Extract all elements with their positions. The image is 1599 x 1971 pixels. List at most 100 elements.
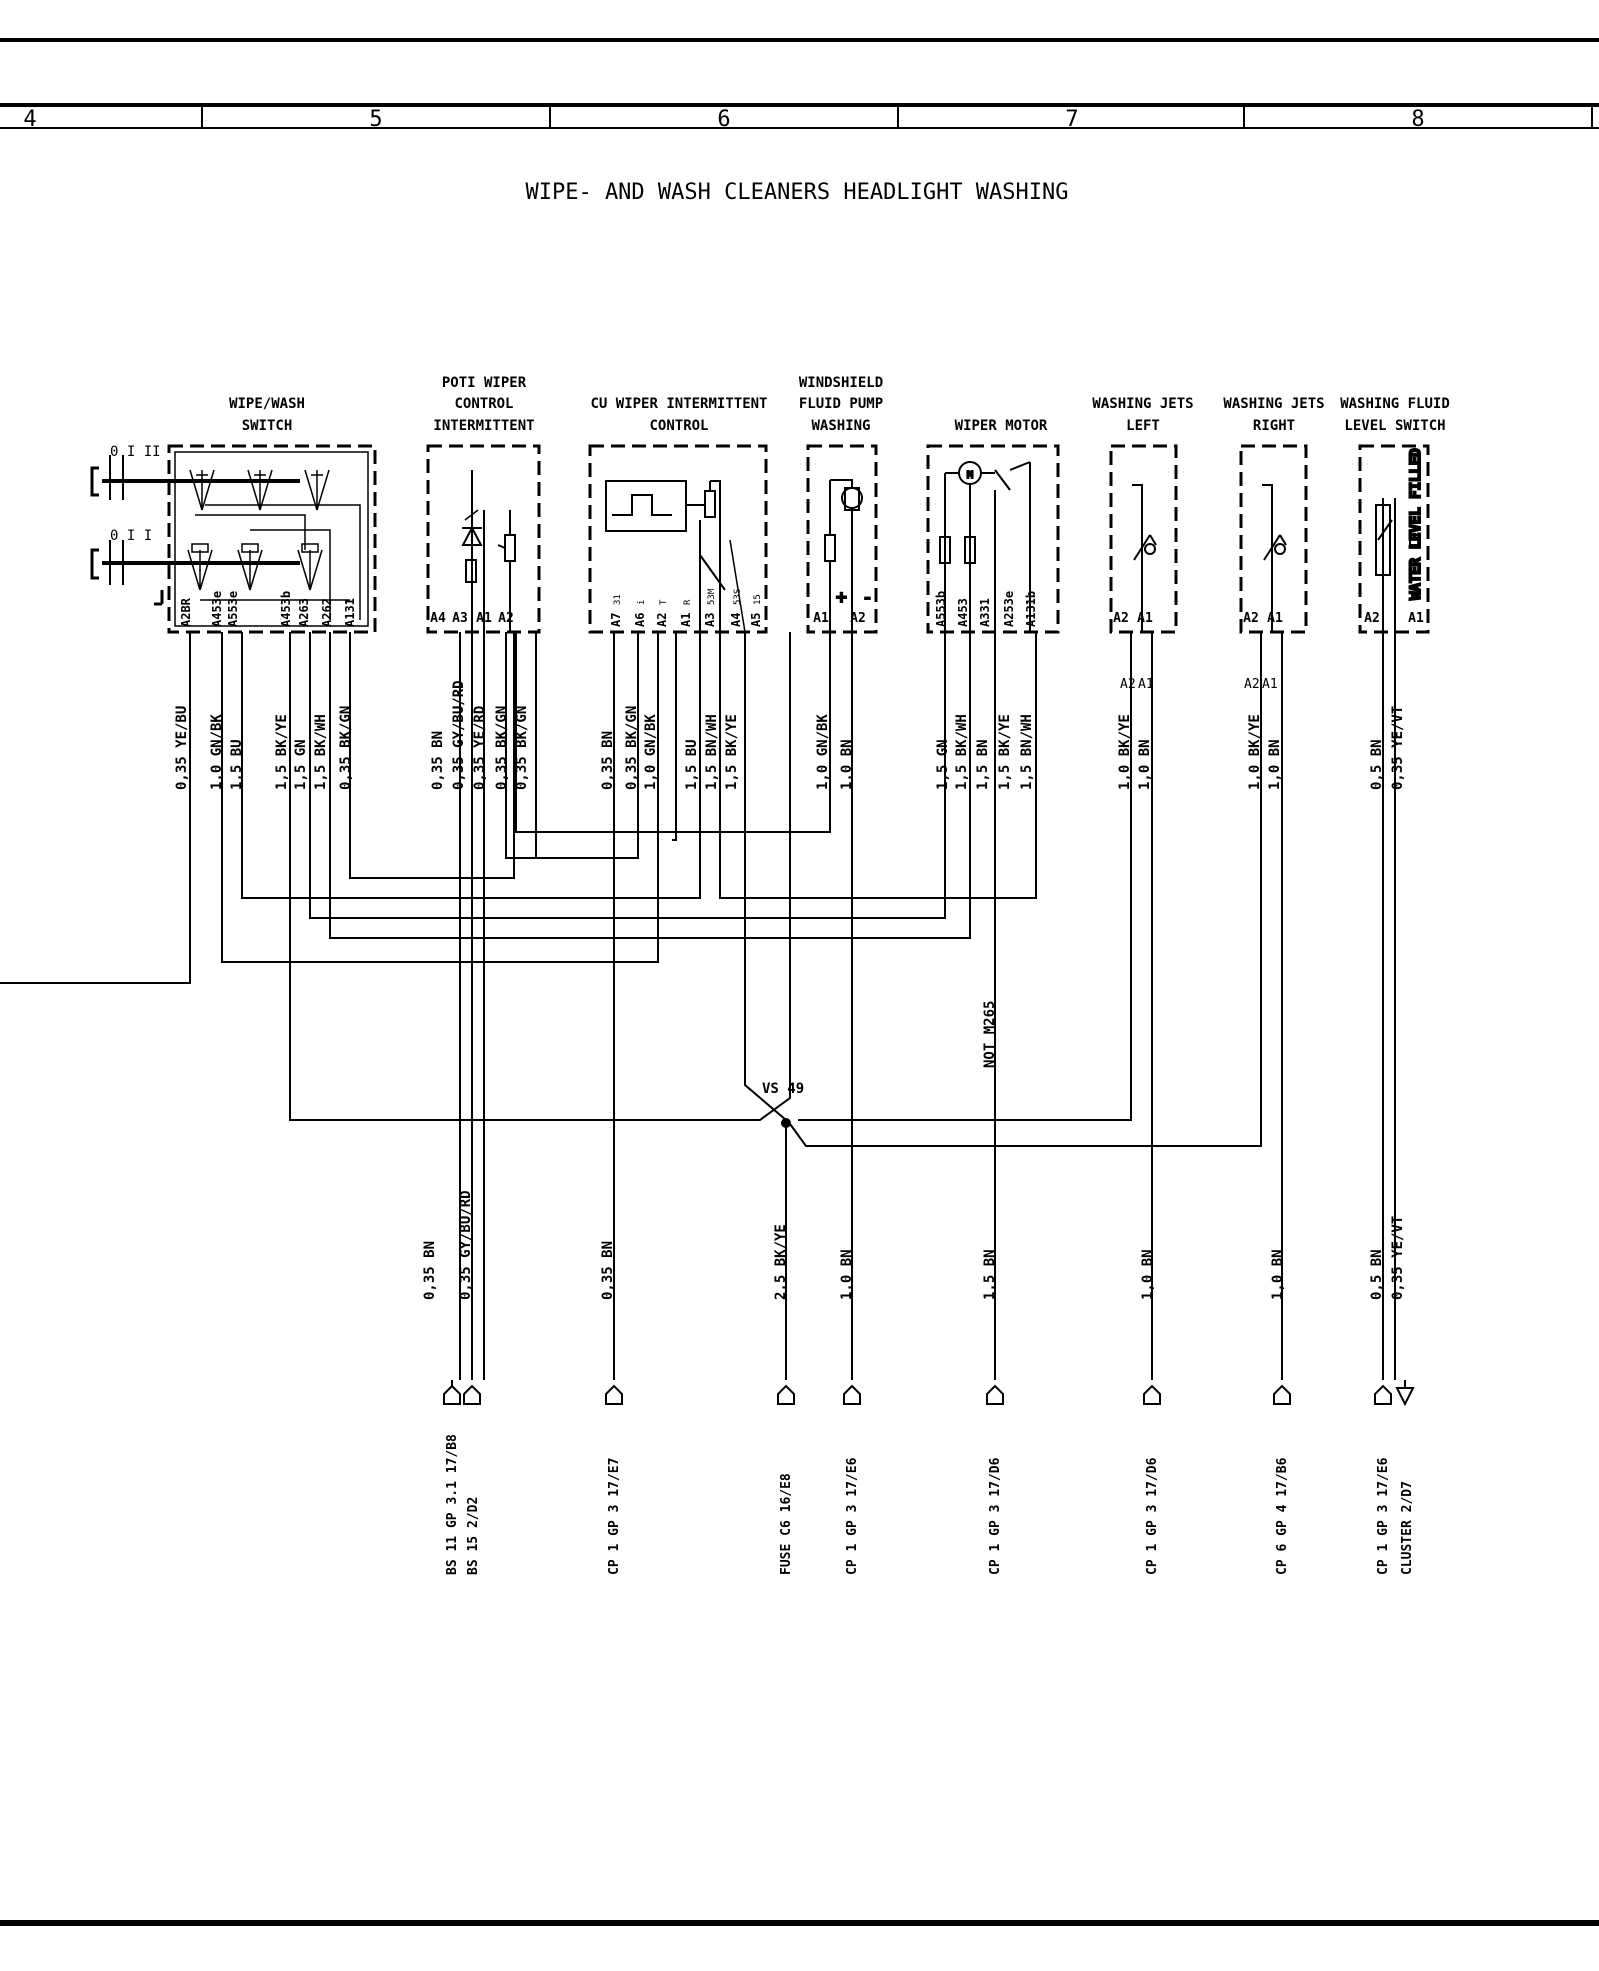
- pin-label: A4: [430, 611, 446, 626]
- pin-label: A2: [498, 611, 514, 626]
- ground-connector: [1374, 1384, 1392, 1405]
- wire-label: 1,0 BN: [1140, 1249, 1156, 1300]
- component-label: INTERMITTENT: [433, 418, 534, 434]
- pin-label: A553b: [934, 591, 948, 627]
- column-number: 7: [1065, 107, 1078, 132]
- wire: [289, 632, 791, 1121]
- wire: [612, 494, 672, 516]
- wire-label: 0,35 GY/BU/RD: [458, 1190, 474, 1300]
- pin-label: A1: [476, 611, 492, 626]
- pin-label: A7: [609, 613, 623, 627]
- wire-label: 1,5 BN/WH: [704, 714, 720, 790]
- ground-connector: [1273, 1384, 1291, 1405]
- pin-label: A553e: [226, 591, 240, 627]
- wire-segment: [309, 549, 323, 591]
- ground-label: CP 1 GP 3 17/D6: [988, 1457, 1003, 1575]
- pin-label: A453: [956, 598, 970, 627]
- wire-segment: [1149, 534, 1157, 546]
- wire-label: 0,35 BK/GN: [494, 706, 510, 790]
- wire-segment: [1133, 534, 1151, 561]
- pin-label: A2: [1243, 611, 1259, 626]
- component-label: WASHING JETS: [1092, 396, 1193, 412]
- subpin-label: 53M: [707, 588, 717, 605]
- ground-label: CLUSTER 2/D7: [1400, 1481, 1415, 1575]
- component-box: [588, 444, 768, 634]
- wire-label: 0,5 BN: [1369, 739, 1385, 790]
- ground-connectors: BS 11 GP 3.1 17/B8 BS 15 2/D2 CP 1 GP 3 17…: [443, 1380, 1415, 1575]
- wire-segment: [237, 549, 251, 591]
- wire: [195, 514, 306, 550]
- motor-symbol: M: [967, 470, 973, 481]
- component-label: WINDSHIELD: [799, 375, 883, 391]
- wire-label: 0,35 YE/BU: [174, 706, 190, 790]
- component-label: CONTROL: [454, 396, 513, 412]
- wire-segment: [1263, 534, 1281, 561]
- pin-label: A3: [703, 613, 717, 627]
- ground-label: BS 11 GP 3.1 17/B8: [445, 1434, 460, 1575]
- wire-label: 2,5 BK/YE: [773, 1224, 789, 1300]
- ground-label: CP 6 GP 4 17/B6: [1275, 1457, 1290, 1575]
- ground-connector: [443, 1384, 461, 1405]
- connector-pin: A1: [1262, 677, 1278, 692]
- column-number: 8: [1411, 107, 1424, 132]
- pin-label: A131: [343, 598, 357, 627]
- pin-label: A2: [655, 613, 669, 627]
- ground-label: CP 1 GP 3 17/D6: [1145, 1457, 1160, 1575]
- frame: [0, 38, 1599, 1926]
- wire: [250, 529, 331, 620]
- pin-label: A2: [850, 611, 866, 626]
- wire-segment: [249, 549, 263, 591]
- wire-segment: [297, 549, 311, 591]
- plus-sign: +: [836, 587, 847, 608]
- wire-label: 1,5 BU: [684, 739, 700, 790]
- component-label: LEVEL SWITCH: [1344, 418, 1445, 434]
- pin-label: A263: [297, 598, 311, 627]
- wire: [205, 504, 361, 620]
- pin-label: A2: [1113, 611, 1129, 626]
- pin-label: A1: [1408, 611, 1424, 626]
- wire-label: 0,35 BN: [422, 1241, 438, 1300]
- wire: [1132, 484, 1143, 632]
- switch-bracket: [90, 548, 99, 580]
- component-label: FLUID PUMP: [799, 396, 883, 412]
- wire-segment: [304, 469, 318, 511]
- wire-segment: [247, 469, 261, 511]
- wire-label: 1,0 BN: [1267, 739, 1283, 790]
- wire-label: 0,35 YE/VT: [1390, 706, 1406, 790]
- splice-label: VS 49: [762, 1081, 804, 1097]
- pin-label: A1: [813, 611, 829, 626]
- component-label: POTI WIPER: [442, 375, 527, 391]
- ground-connector: [1143, 1384, 1161, 1405]
- wire-label: 1,0 BN: [839, 1249, 855, 1300]
- wire-label: 1,0 BN: [1137, 739, 1153, 790]
- pin-label: A2: [1364, 611, 1380, 626]
- ground-label: BS 15 2/D2: [466, 1497, 481, 1575]
- wire-label: 1,5 BK/WH: [954, 714, 970, 790]
- switch-label: 0 I II: [110, 444, 161, 460]
- wire-label: 0,35 BK/GN: [338, 706, 354, 790]
- pin-label: A331: [978, 598, 992, 627]
- diagram-title: WIPE- AND WASH CLEANERS HEADLIGHT WASHIN…: [525, 180, 1068, 205]
- column-number: 6: [717, 107, 730, 132]
- wire-label: 0,35 GY/BU/RD: [451, 680, 467, 790]
- wire-label: 1,0 GN/BK: [209, 714, 225, 790]
- ground-label: FUSE C6 16/E8: [779, 1473, 794, 1575]
- wire: [329, 632, 971, 939]
- wire-label: 0,35 BK/GN: [624, 706, 640, 790]
- ground-connector: [843, 1384, 861, 1405]
- component-box: [1109, 444, 1178, 634]
- wire-label: 1,0 BK/YE: [1247, 714, 1263, 790]
- wire-segment: [316, 469, 330, 511]
- switch-bracket: [90, 466, 99, 497]
- ground-connector: [986, 1384, 1004, 1405]
- wire-label: 0,5 BN: [1369, 1249, 1385, 1300]
- column-number: 5: [369, 107, 382, 132]
- wire: [221, 632, 659, 963]
- subpin-label: 15: [753, 594, 763, 605]
